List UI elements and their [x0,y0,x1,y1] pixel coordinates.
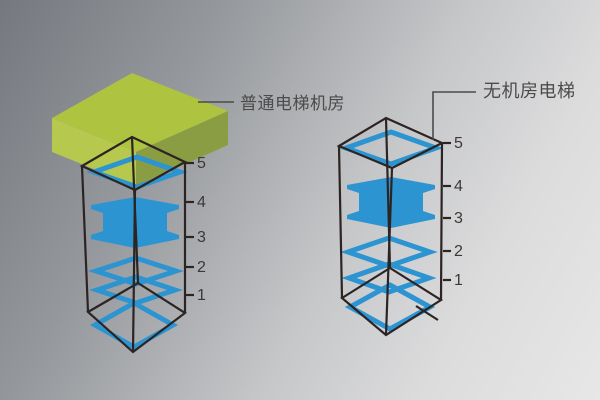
floor-number: 2 [454,243,463,260]
left-shaft-floor-numbers: 5 4 3 2 1 [197,155,206,304]
floor-number: 1 [454,272,463,289]
floor-number: 2 [197,259,206,276]
shaft-edge [80,165,90,313]
floor-number: 3 [454,210,463,227]
shaft-edge [384,167,394,336]
floor-number: 4 [454,178,463,195]
floor-2-marker [87,255,185,287]
floor-1-marker [341,261,437,295]
floor-number: 5 [197,155,206,172]
leader-line-right [432,91,476,140]
machine-room-label-text: 普通电梯机房 [240,94,345,113]
floor-number: 3 [197,229,206,246]
floor-number: 1 [197,287,206,304]
machine-room-top-face [52,73,228,152]
ground-stub-line [415,305,439,321]
floor-5-marker [86,154,188,190]
floor-number: 5 [454,135,463,152]
mrl-elevator-label: 无机房电梯 [483,81,576,101]
pit-marker [344,282,436,332]
shaft-edge [439,142,444,301]
left-shaft-wireframe [79,135,194,354]
shaft-edge [131,189,137,353]
floor-5-marker [338,129,444,167]
right-shaft-floor-numbers: 5 4 3 2 1 [454,135,463,289]
left-shaft-floors [86,154,188,350]
left-shaft-group: 5 4 3 2 1 普通电梯机房 [52,73,345,354]
right-shaft-wireframe [336,116,451,337]
shaft-edge [337,145,344,299]
right-shaft-floors [338,129,444,332]
machine-room-left-face [52,118,136,186]
floor-number: 4 [197,194,206,211]
right-shaft-group: 5 4 3 2 1 无机房电梯 [336,81,576,337]
